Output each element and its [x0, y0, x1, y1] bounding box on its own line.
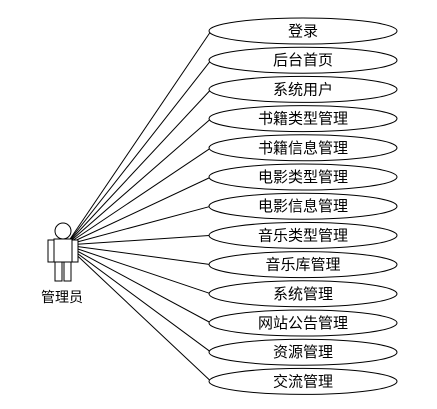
use-case-ellipse [208, 221, 398, 249]
use-case: 后台首页 [208, 46, 398, 74]
association-line [65, 176, 212, 246]
use-case-label: 电影类型管理 [258, 168, 348, 186]
use-case-ellipse [208, 280, 398, 308]
use-case-ellipse [208, 134, 398, 162]
use-case: 系统管理 [208, 280, 398, 308]
association-line [65, 244, 212, 266]
association-line [65, 89, 212, 246]
use-case-ellipse [208, 163, 398, 191]
use-cases: 登录后台首页系统用户书籍类型管理书籍信息管理电影类型管理电影信息管理音乐类型管理… [208, 17, 398, 395]
association-line [65, 244, 212, 324]
actor-right-arm [71, 239, 79, 263]
actor-left-leg [54, 261, 63, 282]
use-case-label: 网站公告管理 [258, 314, 348, 332]
use-case-ellipse [208, 309, 398, 337]
use-case: 电影信息管理 [208, 192, 398, 220]
use-case-ellipse [208, 251, 398, 279]
association-line [65, 118, 212, 246]
use-case-ellipse [208, 105, 398, 133]
use-case-label: 系统管理 [273, 285, 333, 303]
use-case-label: 书籍信息管理 [258, 139, 348, 157]
actor-label: 管理员 [41, 290, 83, 306]
use-case-label: 音乐库管理 [265, 256, 340, 274]
use-case-label: 电影信息管理 [258, 197, 348, 215]
association-line [65, 234, 212, 246]
actor-left-arm [47, 239, 55, 263]
use-case: 音乐类型管理 [208, 221, 398, 249]
use-case-ellipse [208, 338, 398, 366]
use-case-ellipse [208, 46, 398, 74]
use-case-label: 音乐类型管理 [258, 226, 348, 244]
use-case: 网站公告管理 [208, 309, 398, 337]
actor-body [53, 238, 73, 263]
use-case-label: 系统用户 [273, 80, 333, 98]
use-case-ellipse [208, 367, 398, 395]
use-case: 系统用户 [208, 75, 398, 103]
association-line [65, 30, 212, 246]
use-case: 交流管理 [208, 367, 398, 395]
use-case-ellipse [208, 192, 398, 220]
actor-right-leg [63, 261, 72, 282]
association-line [65, 147, 212, 246]
association-line [65, 205, 212, 246]
use-case: 音乐库管理 [208, 251, 398, 279]
association-lines [65, 30, 212, 382]
use-case-label: 登录 [288, 22, 318, 40]
use-case: 书籍信息管理 [208, 134, 398, 162]
use-case-label: 资源管理 [273, 343, 333, 361]
actor-admin: 管理员 [41, 222, 83, 306]
use-case-label: 后台首页 [273, 51, 333, 69]
association-line [65, 244, 212, 382]
association-line [65, 244, 212, 295]
use-case: 登录 [208, 17, 398, 45]
use-case-label: 交流管理 [273, 372, 333, 390]
use-case-ellipse [208, 17, 398, 45]
use-case: 资源管理 [208, 338, 398, 366]
use-case-label: 书籍类型管理 [258, 110, 348, 128]
use-case: 电影类型管理 [208, 163, 398, 191]
actor-head [54, 222, 72, 240]
use-case: 书籍类型管理 [208, 105, 398, 133]
association-line [65, 244, 212, 353]
use-case-ellipse [208, 75, 398, 103]
association-line [65, 59, 212, 246]
